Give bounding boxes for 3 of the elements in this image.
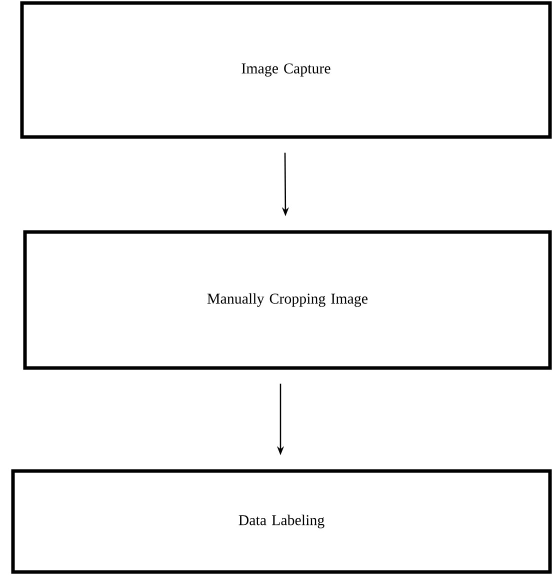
process-box: Manually Cropping Image — [23, 230, 552, 370]
process-box: Image Capture — [20, 1, 552, 139]
process-box: Data Labeling — [11, 469, 552, 574]
